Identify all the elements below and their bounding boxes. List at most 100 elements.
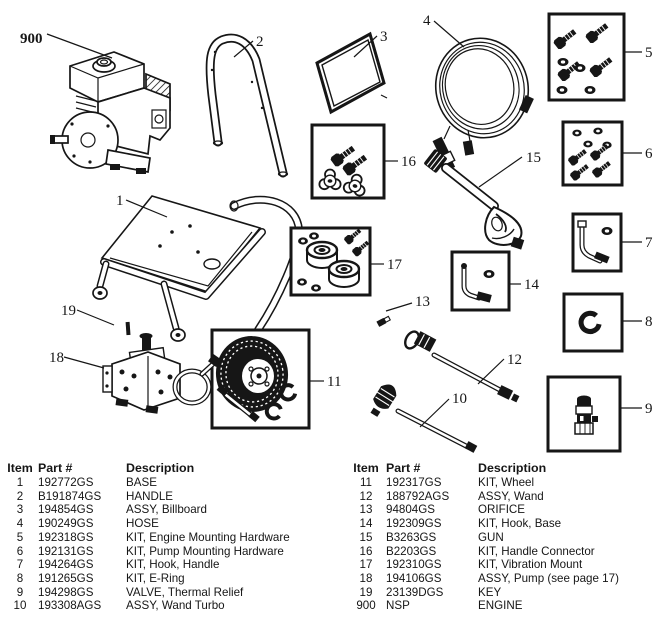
- callout-4: 4: [423, 13, 465, 48]
- cell-item: 900: [356, 599, 376, 613]
- cell-part: 23139DGS: [386, 585, 444, 599]
- callout-label-13: 13: [415, 294, 430, 310]
- callout-10: 10: [419, 391, 467, 428]
- cell-part: 192131GS: [38, 544, 94, 558]
- header-item: Item: [7, 461, 33, 475]
- parts-table-right: Item Part # Description 11 192317GS KIT, W…: [346, 461, 656, 613]
- callout-13: 13: [385, 294, 430, 312]
- thermal-relief-valve-drawing: [546, 375, 622, 453]
- cell-item: 4: [16, 517, 24, 531]
- cell-desc: KIT, Wheel: [478, 476, 535, 489]
- cell-part: 190249GS: [38, 517, 94, 531]
- cell-desc: KIT, Hook, Base: [478, 517, 562, 531]
- header-description: Description: [126, 461, 195, 475]
- part-row: 900 NSP ENGINE: [346, 599, 656, 613]
- callout-label-900: 900: [20, 31, 43, 47]
- cell-desc: ASSY, Pump (see page 17): [478, 571, 619, 585]
- cell-item: 1: [16, 476, 24, 489]
- orifice-drawing: [376, 315, 391, 327]
- cell-part: NSP: [386, 599, 410, 613]
- header-part: Part #: [38, 461, 73, 475]
- cell-item: 2: [16, 489, 24, 503]
- callout-1: 1: [116, 193, 168, 218]
- part-row: 11 192317GS KIT, Wheel: [346, 476, 656, 490]
- cell-part: 192309GS: [386, 517, 442, 531]
- cell-item: 14: [359, 517, 373, 531]
- engine-mounting-kit-drawing: [547, 12, 626, 102]
- callout-label-19: 19: [61, 303, 76, 319]
- callout-16: 16: [384, 154, 417, 170]
- cell-item: 11: [359, 476, 373, 489]
- header-item: Item: [353, 461, 379, 475]
- gun-drawing: [424, 149, 525, 250]
- cell-desc: HANDLE: [126, 489, 174, 503]
- hose-drawing: [432, 37, 534, 171]
- cell-part: 192318GS: [38, 530, 94, 544]
- parts-diagram: 900 2 3: [20, 12, 653, 453]
- part-row: 18 194106GS ASSY, Pump (see page 17): [346, 572, 656, 586]
- table-header-row: Item Part # Description: [2, 461, 334, 476]
- callout-15: 15: [478, 150, 541, 188]
- cell-part: 194298GS: [38, 585, 94, 599]
- handle-connector-kit-drawing: [310, 123, 386, 200]
- callout-label-1: 1: [116, 193, 124, 209]
- cell-desc: KIT, Engine Mounting Hardware: [126, 530, 290, 544]
- hook-base-kit-drawing: [450, 250, 511, 312]
- callout-14: 14: [509, 277, 540, 293]
- callout-3: 3: [353, 29, 388, 58]
- wand-drawing: [404, 330, 520, 403]
- handle-drawing: [205, 33, 289, 178]
- callout-label-6: 6: [645, 146, 653, 162]
- cell-item: 18: [359, 571, 373, 585]
- cell-part: 94804GS: [386, 503, 435, 517]
- header-description: Description: [478, 461, 547, 475]
- cell-desc: KIT, Vibration Mount: [478, 558, 583, 572]
- key-drawing: [125, 321, 131, 336]
- callout-19: 19: [61, 303, 115, 326]
- billboard-drawing: [315, 31, 388, 115]
- cell-part: 192317GS: [386, 476, 442, 489]
- callout-8: 8: [622, 314, 653, 330]
- callout-label-18: 18: [49, 350, 64, 366]
- cell-part: 192310GS: [386, 558, 442, 572]
- pump-mounting-kit-drawing: [561, 120, 624, 187]
- cell-item: 10: [13, 599, 27, 613]
- callout-label-16: 16: [401, 154, 417, 170]
- cell-desc: ASSY, Wand Turbo: [126, 599, 225, 613]
- cell-item: 6: [16, 544, 24, 558]
- table-header-row: Item Part # Description: [346, 461, 656, 476]
- callout-18: 18: [49, 350, 105, 369]
- callout-12: 12: [477, 352, 522, 385]
- cell-part: 191265GS: [38, 571, 94, 585]
- base-drawing: [92, 195, 303, 344]
- cell-item: 15: [359, 530, 373, 544]
- callout-5: 5: [624, 45, 653, 61]
- cell-desc: ENGINE: [478, 599, 523, 613]
- callout-label-9: 9: [645, 401, 653, 417]
- cell-desc: GUN: [478, 530, 504, 544]
- cell-desc: KEY: [478, 585, 502, 599]
- cell-item: 12: [359, 489, 373, 503]
- callout-label-17: 17: [387, 257, 403, 273]
- cell-part: 194106GS: [386, 571, 442, 585]
- callout-6: 6: [622, 146, 653, 162]
- callout-11: 11: [309, 374, 341, 390]
- cell-part: B2203GS: [386, 544, 437, 558]
- cell-desc: KIT, E-Ring: [126, 571, 185, 585]
- vibration-mount-kit-drawing: [289, 226, 372, 297]
- e-ring-kit-drawing: [562, 292, 624, 353]
